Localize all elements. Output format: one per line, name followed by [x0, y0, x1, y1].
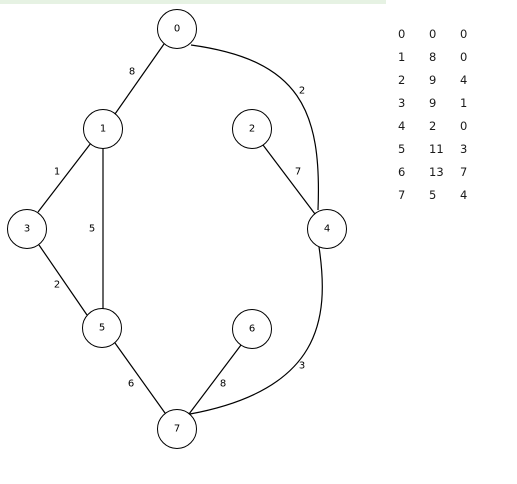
graph-node-1: 1 — [83, 109, 123, 149]
table-cell: 11 — [429, 141, 444, 156]
graph-node-0: 0 — [157, 9, 197, 49]
table-cell: 5 — [398, 141, 406, 156]
table-row: 0 0 0 — [398, 22, 491, 45]
edge-2-4 — [262, 144, 316, 215]
table-cell: 3 — [398, 95, 406, 110]
edge-weights-layer: 8 2 1 5 2 7 3 6 8 — [54, 67, 305, 390]
table-cell: 3 — [460, 141, 468, 156]
table-row: 7 5 4 — [398, 183, 491, 206]
table-row: 4 2 0 — [398, 114, 491, 137]
table-cell: 8 — [429, 49, 437, 64]
node-circle-5 — [82, 308, 122, 348]
table-cell: 0 — [429, 26, 437, 41]
edge-weight-3-5: 2 — [54, 280, 60, 291]
table-row: 3 9 1 — [398, 91, 491, 114]
table-cell: 1 — [398, 49, 406, 64]
node-label-6: 6 — [249, 324, 255, 335]
graph-node-5: 5 — [82, 308, 122, 348]
node-label-4: 4 — [324, 224, 330, 235]
table-row: 5 11 3 — [398, 137, 491, 160]
node-label-3: 3 — [24, 224, 30, 235]
table-cell: 0 — [460, 26, 468, 41]
table-cell: 9 — [429, 95, 437, 110]
graph-node-3: 3 — [7, 209, 47, 249]
edge-weight-0-1: 8 — [129, 67, 135, 78]
edge-weight-1-5: 5 — [89, 224, 95, 235]
node-label-1: 1 — [100, 124, 106, 135]
nodes-layer: 0 1 2 3 4 5 6 7 — [7, 9, 347, 449]
edge-weight-2-4: 7 — [295, 167, 301, 178]
table-row: 6 13 7 — [398, 160, 491, 183]
edge-0-1 — [114, 43, 165, 115]
edge-weight-0-4: 2 — [299, 86, 305, 97]
top-strip — [0, 0, 386, 4]
node-circle-2 — [232, 109, 272, 149]
table-cell: 0 — [398, 26, 406, 41]
node-circle-7 — [157, 409, 197, 449]
table-cell: 1 — [460, 95, 468, 110]
node-circle-4 — [307, 209, 347, 249]
edge-weight-5-7: 6 — [128, 379, 134, 390]
node-label-7: 7 — [174, 424, 180, 435]
table-row: 1 8 0 — [398, 45, 491, 68]
table-cell: 2 — [398, 72, 406, 87]
node-label-0: 0 — [174, 24, 180, 35]
graph-node-6: 6 — [232, 309, 272, 349]
edge-6-7 — [188, 344, 242, 415]
edge-weight-4-7: 3 — [299, 361, 305, 372]
graph-node-2: 2 — [232, 109, 272, 149]
table-cell: 5 — [429, 187, 437, 202]
node-circle-0 — [157, 9, 197, 49]
node-circle-1 — [83, 109, 123, 149]
table-cell: 6 — [398, 164, 406, 179]
edge-1-3 — [37, 142, 92, 213]
table-cell: 4 — [398, 118, 406, 133]
table-row: 2 9 4 — [398, 68, 491, 91]
table-cell: 7 — [460, 164, 468, 179]
edge-4-7 — [189, 246, 323, 415]
node-label-5: 5 — [99, 323, 105, 334]
table-cell: 9 — [429, 72, 437, 87]
table-cell: 2 — [429, 118, 437, 133]
edges-layer — [37, 43, 323, 415]
table-cell: 0 — [460, 49, 468, 64]
edge-weight-1-3: 1 — [54, 167, 60, 178]
edge-5-7 — [114, 342, 166, 414]
graph-node-7: 7 — [157, 409, 197, 449]
node-circle-6 — [232, 309, 272, 349]
edge-0-4 — [190, 44, 320, 211]
result-table: 0 0 0 1 8 0 2 9 4 3 9 1 4 2 0 5 11 3 6 1… — [398, 22, 491, 206]
graph-node-4: 4 — [307, 209, 347, 249]
table-cell: 4 — [460, 72, 468, 87]
table-cell: 7 — [398, 187, 406, 202]
table-cell: 0 — [460, 118, 468, 133]
table-cell: 4 — [460, 187, 468, 202]
edge-3-5 — [38, 244, 88, 316]
node-circle-3 — [7, 209, 47, 249]
edge-weight-6-7: 8 — [220, 379, 226, 390]
node-label-2: 2 — [249, 124, 255, 135]
table-cell: 13 — [429, 164, 444, 179]
